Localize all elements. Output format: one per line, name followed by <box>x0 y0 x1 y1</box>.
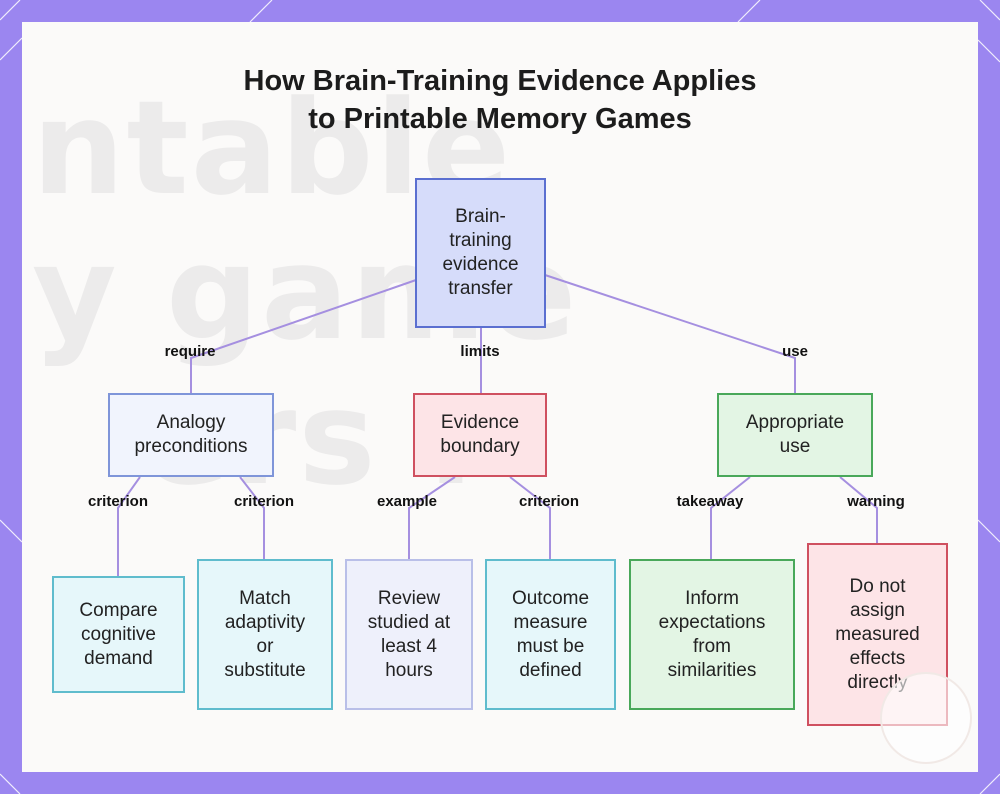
node-match-adaptivity: Match adaptivity or substitute <box>197 559 333 710</box>
edge-label-limits: limits <box>460 343 500 360</box>
edge-criterion-a <box>117 476 141 577</box>
edge-criterion-b <box>239 476 265 560</box>
edge-label-example: example <box>376 493 438 510</box>
title-line-2: to Printable Memory Games <box>308 103 692 135</box>
node-evidence-boundary: Evidence boundary <box>413 393 547 477</box>
node-outcome-measure: Outcome measure must be defined <box>485 559 616 710</box>
edge-takeaway <box>710 476 751 560</box>
title-line-1: How Brain-Training Evidence Applies <box>243 65 757 97</box>
node-brain-training-evidence-transfer: Brain- training evidence transfer <box>415 178 546 328</box>
edge-criterion-c <box>509 476 551 560</box>
edge-label-warning: warning <box>847 493 905 510</box>
edge-label-require: require <box>164 343 216 360</box>
node-review-studied: Review studied at least 4 hours <box>345 559 473 710</box>
node-appropriate-use: Appropriate use <box>717 393 873 477</box>
diagram-title: How Brain-Training Evidence Applies to P… <box>0 62 1000 138</box>
edge-label-criterion-b: criterion <box>233 493 295 510</box>
edge-warning <box>839 476 878 544</box>
edge-label-use: use <box>782 343 808 360</box>
node-inform-expectations: Inform expectations from similarities <box>629 559 795 710</box>
watermark-seal <box>880 672 972 764</box>
node-compare-cognitive-demand: Compare cognitive demand <box>52 576 185 693</box>
edge-label-criterion-a: criterion <box>87 493 149 510</box>
edge-require <box>190 279 417 394</box>
node-do-not-assign: Do not assign measured effects directly <box>807 543 948 726</box>
node-analogy-preconditions: Analogy preconditions <box>108 393 274 477</box>
edge-label-takeaway: takeaway <box>676 493 744 510</box>
edge-example <box>408 476 456 560</box>
edge-use <box>544 274 796 394</box>
edge-label-criterion-c: criterion <box>518 493 580 510</box>
